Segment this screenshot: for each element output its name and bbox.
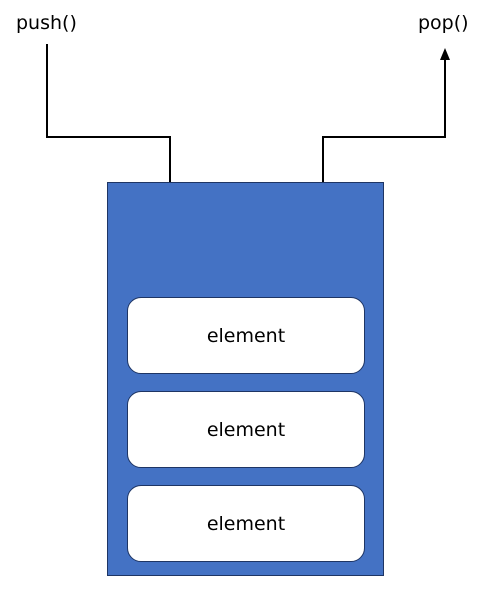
pop-arrowhead [440, 48, 450, 60]
pop-label: pop() [418, 12, 469, 34]
stack-element: element [127, 297, 365, 374]
push-arrow [46, 44, 171, 220]
stack-element: element [127, 485, 365, 562]
push-label: push() [16, 12, 77, 34]
stack-element: element [127, 391, 365, 468]
stack-container: element element element [107, 182, 384, 576]
